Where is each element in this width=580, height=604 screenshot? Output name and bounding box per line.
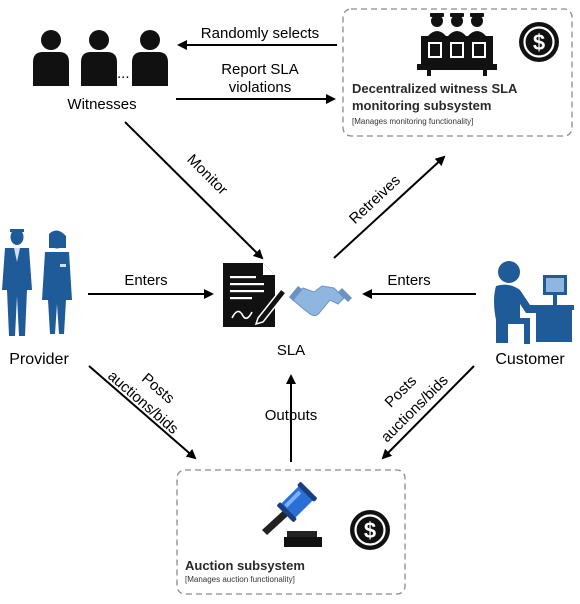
provider-enters-label: Enters	[124, 272, 167, 289]
report-label-1: Report SLA	[221, 61, 299, 78]
svg-text:$: $	[533, 30, 545, 55]
customer-posts-arrow	[381, 365, 475, 460]
monitor-arrow	[124, 121, 264, 260]
outputs-label: Outputs	[265, 407, 318, 424]
provider-posts-arrow	[88, 365, 197, 460]
retrieves-arrow	[333, 155, 446, 259]
witnesses-label: Witnesses	[67, 96, 136, 113]
auction-subsystem-title: Auction subsystem	[185, 558, 305, 573]
witness-subsystem-subtitle: [Manages monitoring functionality]	[352, 117, 473, 126]
svg-text:$: $	[364, 518, 376, 543]
monitor-label: Monitor	[183, 151, 230, 198]
witness-subsystem-title-2: monitoring subsystem	[352, 98, 491, 113]
computer-user-icon	[494, 261, 574, 344]
sla-label: SLA	[277, 342, 305, 359]
gavel-icon	[262, 482, 322, 547]
witness-subsystem-box: $ Decentralized witness SLA monitoring s…	[342, 8, 573, 137]
randomly-selects-label: Randomly selects	[201, 25, 319, 42]
report-label-2: violations	[229, 79, 292, 96]
handshake-icon	[289, 285, 352, 317]
provider-label: Provider	[9, 351, 69, 368]
witnesses-ellipsis: ...	[117, 65, 130, 82]
auction-subsystem-box: $ Auction subsystem [Manages auction fun…	[176, 469, 406, 595]
customer-label: Customer	[495, 351, 565, 368]
business-people-icon	[2, 229, 72, 336]
witness-subsystem-title-1: Decentralized witness SLA	[352, 81, 518, 96]
contract-document-icon	[223, 263, 288, 327]
jury-panel-icon	[417, 13, 497, 76]
witnesses-icon	[33, 30, 168, 86]
dollar-coin-icon: $	[519, 22, 559, 62]
auction-subsystem-subtitle: [Manages auction functionality]	[185, 575, 295, 584]
customer-enters-label: Enters	[387, 272, 430, 289]
dollar-coin-icon: $	[350, 510, 390, 550]
